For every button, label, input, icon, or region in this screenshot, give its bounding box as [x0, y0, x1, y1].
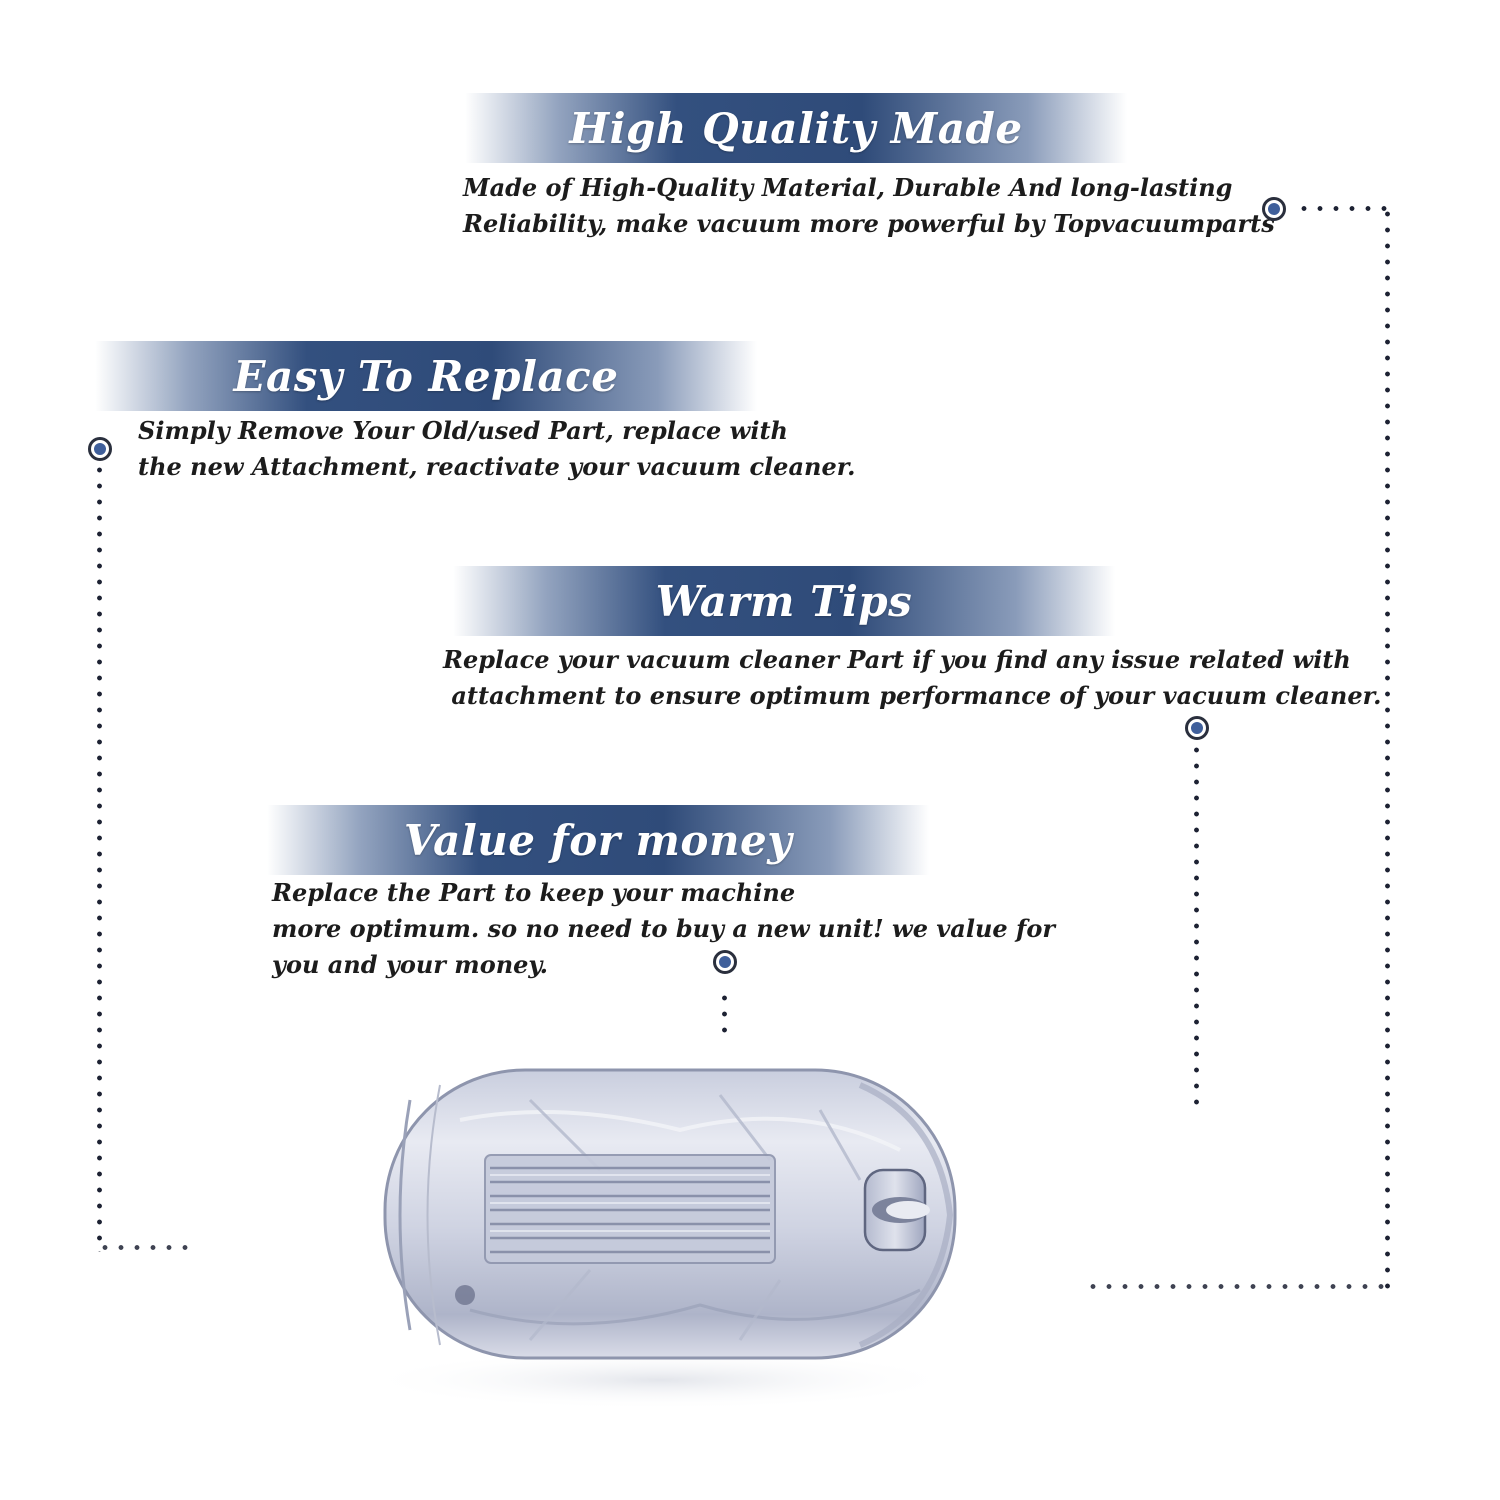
target-dot-icon — [88, 437, 112, 461]
section-description-easy-replace: Simply Remove Your Old/used Part, replac… — [138, 413, 856, 485]
section-title: Value for money — [403, 815, 793, 865]
section-description-high-quality: Made of High-Quality Material, Durable A… — [463, 170, 1275, 242]
section-title: Warm Tips — [655, 576, 913, 626]
dotted-connector — [722, 990, 727, 1034]
dotted-connector — [1296, 206, 1390, 211]
target-dot-icon — [1262, 197, 1286, 221]
section-title: High Quality Made — [569, 103, 1023, 153]
dotted-connector — [1385, 206, 1390, 1292]
dotted-connector — [97, 1245, 197, 1250]
description-line: Reliability, make vacuum more powerful b… — [463, 209, 1275, 238]
description-line: the new Attachment, reactivate your vacu… — [138, 452, 856, 481]
description-line: Simply Remove Your Old/used Part, replac… — [138, 416, 788, 445]
dotted-connector — [97, 462, 102, 1252]
dotted-connector — [1194, 742, 1199, 1108]
banner-high-quality-made: High Quality Made — [465, 93, 1127, 163]
section-description-value-money: Replace the Part to keep your machine mo… — [272, 875, 1055, 983]
description-line: you and your money. — [272, 950, 548, 979]
vacuum-filter-image — [360, 1068, 960, 1410]
description-line: more optimum. so no need to buy a new un… — [272, 914, 1055, 943]
dotted-connector — [1085, 1284, 1390, 1289]
banner-easy-to-replace: Easy To Replace — [95, 341, 757, 411]
description-line: Replace your vacuum cleaner Part if you … — [443, 645, 1351, 674]
target-dot-icon — [713, 950, 737, 974]
description-line: attachment to ensure optimum performance… — [443, 681, 1382, 710]
section-title: Easy To Replace — [233, 351, 619, 401]
description-line: Replace the Part to keep your machine — [272, 878, 796, 907]
target-dot-icon — [1185, 716, 1209, 740]
banner-warm-tips: Warm Tips — [453, 566, 1115, 636]
description-line: Made of High-Quality Material, Durable A… — [463, 173, 1233, 202]
section-description-warm-tips: Replace your vacuum cleaner Part if you … — [443, 642, 1381, 714]
banner-value-for-money: Value for money — [267, 805, 929, 875]
